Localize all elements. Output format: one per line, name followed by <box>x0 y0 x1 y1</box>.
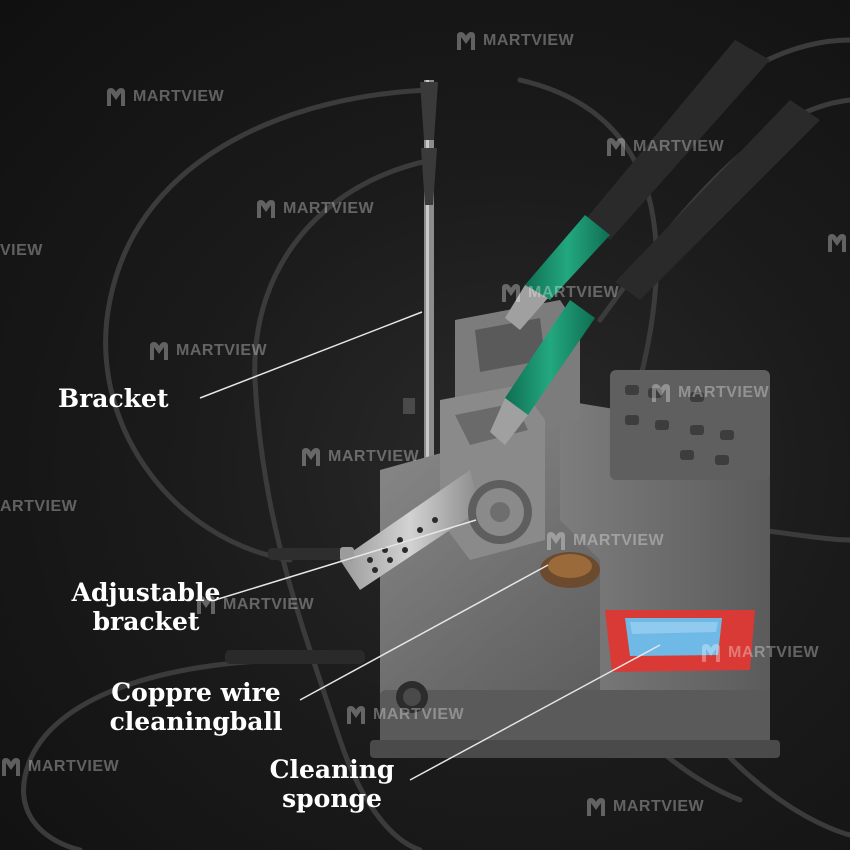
label-adjustable-line1: Adjustable <box>71 578 221 607</box>
soldering-iron-lower <box>490 100 820 445</box>
label-sponge-line2: sponge <box>282 784 382 813</box>
callout-line-copper <box>299 564 549 701</box>
watermark: MARTVIEW <box>585 796 704 818</box>
watermark: MARTVIEW <box>195 594 314 616</box>
holder-clip <box>403 398 415 414</box>
label-bracket: Bracket <box>58 384 169 413</box>
label-copper-wire-cleaning-ball: Coppre wire cleaningball <box>106 678 286 736</box>
adjustable-bracket-plate <box>340 470 480 590</box>
callout-line-adjustable <box>214 519 477 601</box>
callout-lines <box>199 311 661 781</box>
cable-connector-bottom <box>225 650 365 664</box>
callout-line-bracket <box>199 311 423 399</box>
martview-logo-icon <box>455 30 477 52</box>
martview-logo-icon <box>0 756 22 778</box>
martview-logo-icon <box>255 198 277 220</box>
watermark: MARTVIEW <box>345 704 464 726</box>
label-cleaning-sponge: Cleaning sponge <box>264 755 400 813</box>
watermark: MARTVIEW <box>500 282 619 304</box>
bracket-rod <box>420 80 438 700</box>
adjustment-knob <box>468 480 532 544</box>
watermark: MARTVIEW <box>650 382 769 404</box>
martview-logo-icon <box>650 382 672 404</box>
copper-wire-cleaning-ball <box>540 552 600 588</box>
label-copper-line2: cleaningball <box>109 707 283 736</box>
sponge-tray <box>605 610 755 672</box>
watermark: MARTVIEW <box>300 446 419 468</box>
martview-logo-icon <box>545 530 567 552</box>
watermark-partial: ARTVIEW <box>0 498 78 515</box>
watermark: MARTVIEW <box>700 642 819 664</box>
martview-logo-icon <box>500 282 522 304</box>
martview-logo-icon <box>700 642 722 664</box>
watermark: MARTVIEW <box>148 340 267 362</box>
watermark: MARTVIEW <box>605 136 724 158</box>
martview-logo-icon <box>300 446 322 468</box>
martview-logo-icon <box>585 796 607 818</box>
cable-left-loop <box>103 87 433 563</box>
martview-logo-icon <box>345 704 367 726</box>
label-copper-line1: Coppre wire <box>111 678 281 707</box>
martview-logo-icon <box>826 232 848 254</box>
watermark <box>826 232 848 254</box>
label-bracket-text: Bracket <box>58 384 169 413</box>
watermark: MARTVIEW <box>545 530 664 552</box>
callout-line-sponge <box>409 644 661 781</box>
label-sponge-line1: Cleaning <box>269 755 395 784</box>
martview-logo-icon <box>148 340 170 362</box>
watermark-partial: VIEW <box>0 242 43 259</box>
label-adjustable-bracket: Adjustable bracket <box>66 578 226 636</box>
martview-logo-icon <box>105 86 127 108</box>
cable-inner-loop <box>252 157 435 850</box>
label-adjustable-line2: bracket <box>92 607 200 636</box>
watermark: MARTVIEW <box>455 30 574 52</box>
soldering-iron-upper <box>505 40 770 330</box>
martview-logo-icon <box>605 136 627 158</box>
cable-connector-left <box>268 547 354 561</box>
watermark: MARTVIEW <box>255 198 374 220</box>
front-knob <box>396 681 428 713</box>
cable-bottom-left <box>21 657 303 850</box>
control-panel <box>610 370 770 480</box>
martview-logo-icon <box>195 594 217 616</box>
cable-right-exit <box>757 527 850 543</box>
watermark: MARTVIEW <box>105 86 224 108</box>
watermark: MARTVIEW <box>0 756 119 778</box>
